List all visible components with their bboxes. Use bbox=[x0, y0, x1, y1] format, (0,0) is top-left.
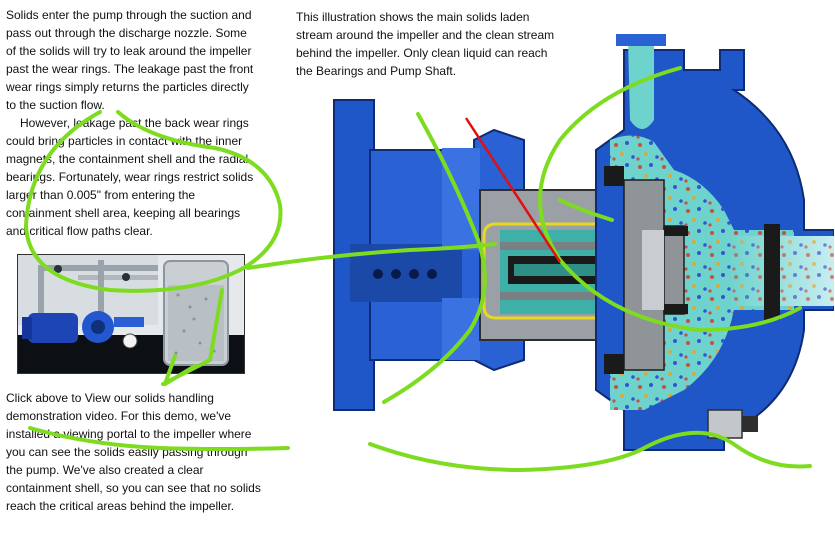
demo-video-description: Click above to View our solids handling … bbox=[6, 391, 261, 513]
intro-paragraph-1: Solids enter the pump through the suctio… bbox=[6, 8, 254, 112]
intro-paragraph-2: However, leakage past the back wear ring… bbox=[6, 116, 254, 238]
illustration-caption: This illustration shows the main solids … bbox=[296, 10, 555, 78]
demo-video-thumbnail[interactable] bbox=[17, 254, 245, 374]
suction-nozzle-stream bbox=[730, 224, 834, 320]
pump-cross-section-diagram bbox=[333, 34, 834, 451]
intro-text: Solids enter the pump through the suctio… bbox=[6, 6, 256, 240]
